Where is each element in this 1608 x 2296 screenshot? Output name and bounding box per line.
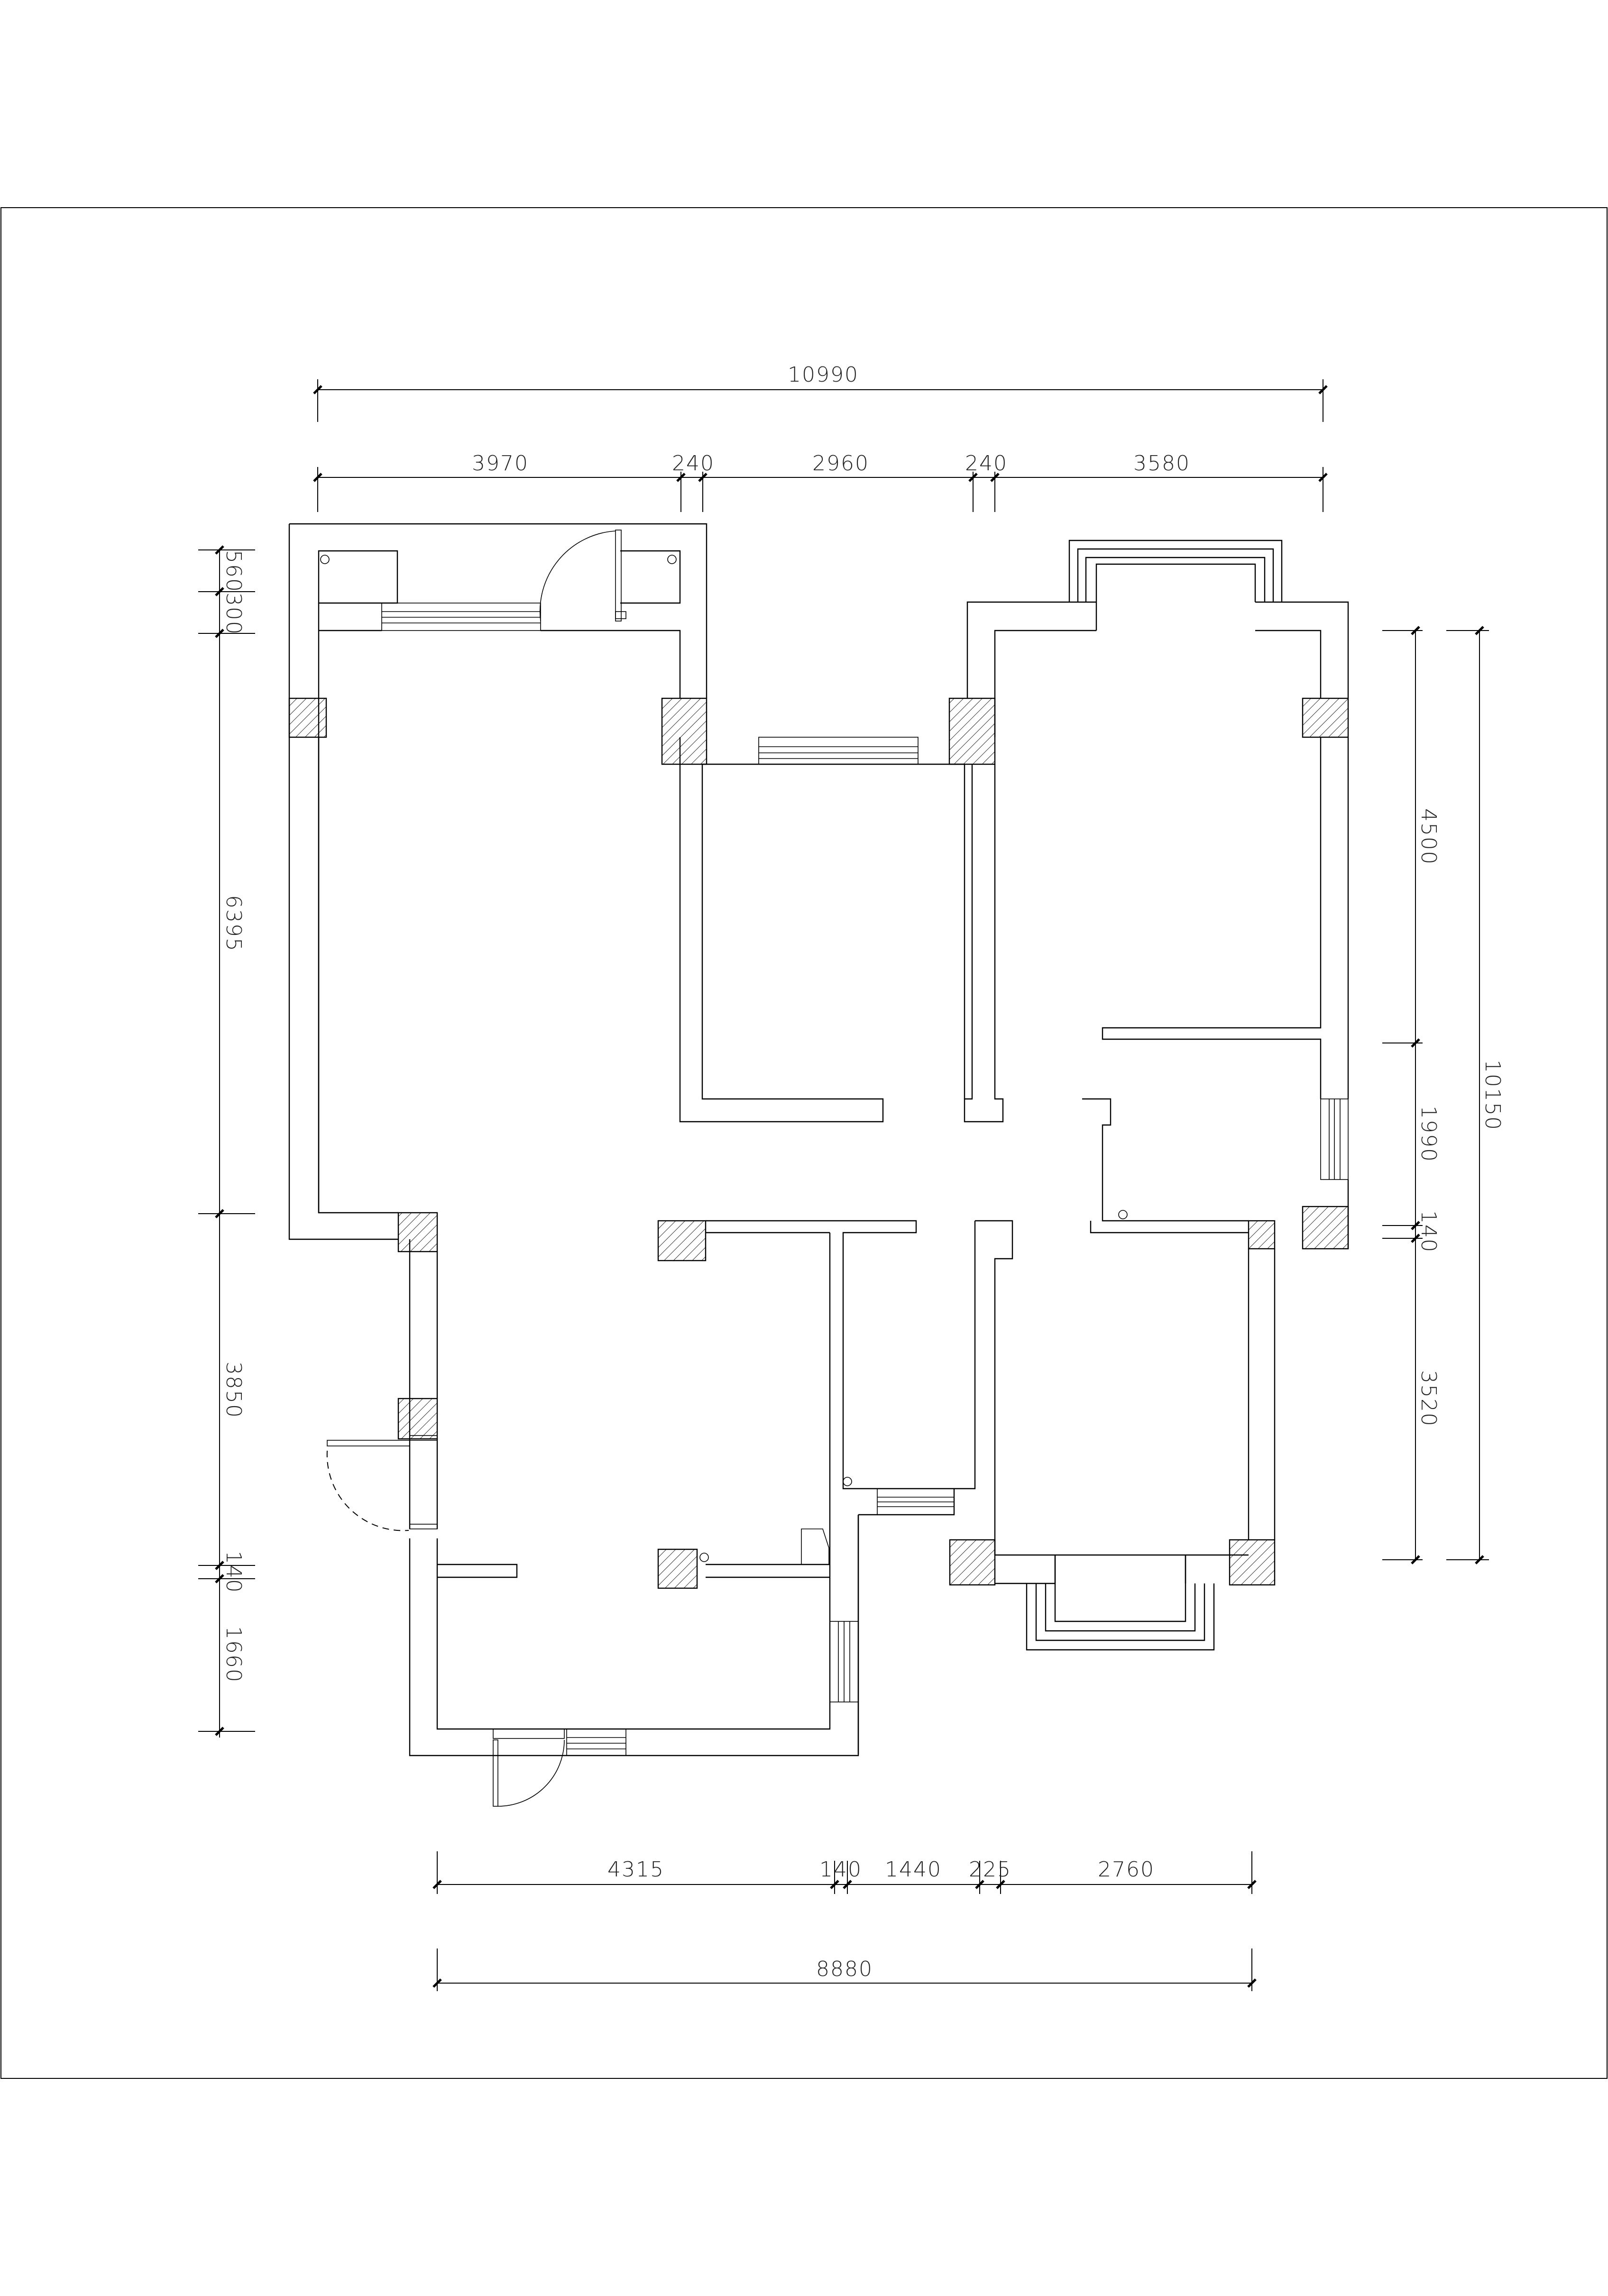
dim-right-overall: 10150: [1480, 1060, 1505, 1131]
bay-window-top: [1068, 540, 1283, 631]
dim-right-segment: 3520: [1416, 1370, 1441, 1427]
stair-triangle: [801, 1528, 829, 1565]
drain-circle: [320, 555, 330, 564]
dim-left-segment: 140: [221, 1551, 246, 1593]
window-center-top: [758, 737, 919, 765]
wall-lower-right-room: [994, 1249, 1276, 1584]
drain-circle: [667, 555, 677, 564]
windows: [381, 603, 1349, 1756]
column: [949, 1539, 996, 1586]
column: [1229, 1539, 1276, 1586]
drain-circle: [699, 1553, 709, 1562]
door-bottom-frame: [493, 1729, 565, 1739]
column: [397, 1398, 438, 1440]
column: [1302, 697, 1349, 738]
door-left-leaf: [327, 1440, 410, 1446]
door-left-frame-2: [409, 1524, 438, 1529]
dim-top-segment: 3970: [472, 451, 529, 476]
wall-right-room-outer: [966, 601, 1349, 698]
wall-middle-horizontal: [706, 1220, 917, 1564]
column: [948, 697, 996, 765]
window-right-side: [1320, 1098, 1349, 1180]
doors: [326, 530, 829, 1807]
dim-right-segment: 140: [1416, 1210, 1441, 1253]
wall-lower-left: [409, 1239, 831, 1730]
dim-top-segment: 2960: [812, 451, 869, 476]
door-top-leaf-2: [615, 611, 626, 619]
column: [397, 1212, 438, 1253]
column: [657, 1220, 707, 1262]
dim-bottom-segment: 1440: [885, 1857, 942, 1882]
wall-top-left-room-bottom: [318, 603, 681, 1214]
door-bottom-leaf: [493, 1739, 498, 1807]
wall-center-room: [679, 737, 965, 1123]
dim-left-segment: 3850: [221, 1362, 246, 1418]
walls: [288, 523, 1349, 1756]
column: [1248, 1220, 1276, 1250]
wall-closet: [1082, 1098, 1249, 1234]
door-left-swing: [326, 1450, 409, 1531]
dim-bottom-segment: 2760: [1098, 1857, 1155, 1882]
door-bottom-swing: [497, 1739, 565, 1807]
dim-bottom-segment: 225: [969, 1857, 1011, 1882]
wall-top-left-outer: [288, 523, 708, 1240]
bay-window-bottom: [1026, 1554, 1215, 1651]
window-bottom: [566, 1729, 626, 1756]
column: [661, 697, 708, 765]
wall-top-left-inner-2: [620, 550, 681, 604]
dim-left-segment: 6395: [221, 895, 246, 952]
dim-top-segment: 240: [672, 451, 715, 476]
dim-left-segment: 560: [221, 550, 246, 593]
dimension-labels: 10990 3970 240 2960 240 3580 560 300 639…: [221, 363, 1505, 1981]
dim-bottom-segment: 140: [819, 1857, 862, 1882]
wall-center-room-right: [964, 764, 1004, 1123]
dim-top-segment: 3580: [1133, 451, 1190, 476]
dim-top-segment: 240: [965, 451, 1008, 476]
drawing-frame: [0, 207, 1608, 2079]
wall-right-room-inner: [994, 630, 1322, 737]
dim-bottom-segment: 4315: [607, 1857, 664, 1882]
dim-bottom-overall: 8880: [816, 1957, 873, 1981]
window-lower-vertical: [829, 1621, 859, 1702]
wall-mid-bottom: [409, 1488, 955, 1756]
column: [657, 1548, 698, 1589]
fixtures: [320, 555, 1128, 1562]
wall-right-side: [1102, 737, 1349, 1249]
dim-left-segment: 300: [221, 593, 246, 635]
column: [1302, 1206, 1349, 1250]
window-top-left: [381, 603, 541, 631]
dim-left-segment: 1660: [221, 1626, 246, 1683]
drain-circle: [1118, 1210, 1128, 1219]
door-top-swing: [539, 531, 616, 622]
dim-right-segment: 1990: [1416, 1106, 1441, 1162]
door-top-leaf: [615, 530, 622, 622]
dimension-lines: [198, 379, 1489, 1991]
column: [288, 697, 327, 738]
columns: [288, 697, 1349, 1589]
dim-right-segment: 4500: [1416, 808, 1441, 865]
wall-top-left-inner: [318, 550, 398, 604]
wall-lower-mid: [706, 1564, 830, 1578]
window-mid: [877, 1488, 955, 1515]
drain-circle: [843, 1477, 852, 1486]
dim-top-overall: 10990: [788, 363, 859, 387]
wall-mid-vertical: [954, 1220, 1013, 1540]
